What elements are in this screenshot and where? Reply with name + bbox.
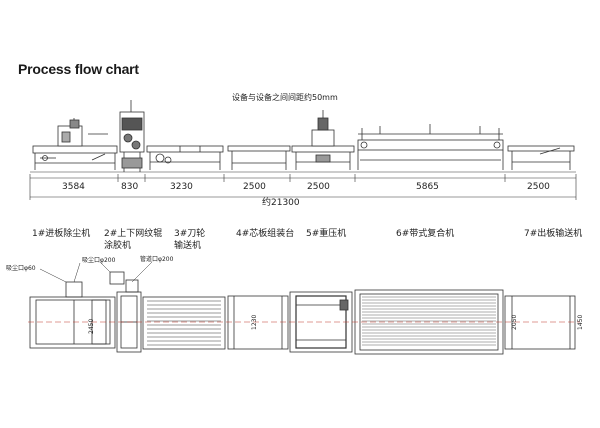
pipe-label: 管道口φ200: [140, 255, 174, 263]
machine-5-elevation: [291, 110, 355, 170]
machine-7-elevation: [507, 145, 575, 170]
machine-5-label: 5#重压机: [306, 227, 346, 239]
conveyor-rollers: [147, 300, 221, 346]
segment-length-1: 3584: [62, 182, 85, 192]
segment-dimension-line: [29, 174, 577, 200]
dust-duct-label: 吸尘口φ60: [6, 264, 36, 272]
machine-2-elevation: [119, 100, 145, 172]
machine-3-label: 3#刀轮: [174, 227, 205, 239]
width-b-label: 1230: [251, 315, 258, 330]
machine-labels: 1#进板除尘机 2#上下网纹辊 涂胶机 3#刀轮 输送机 4#芯板组装台 5#重…: [32, 227, 582, 251]
machine-2-label: 2#上下网纹辊: [104, 227, 162, 239]
page-title: Process flow chart: [18, 61, 139, 77]
segment-length-4: 2500: [243, 182, 266, 192]
machine-7-plan: [504, 295, 576, 350]
segment-labels: 3584 830 3230 2500 2500 5865 2500 约21300: [62, 182, 550, 208]
plan-labels: 吸尘口φ60 吸尘口φ200 管道口φ200 2450 1230 2050 14…: [6, 255, 584, 334]
plan-view: [28, 261, 580, 355]
machine-4-elevation: [227, 145, 291, 170]
total-length: 约21300: [262, 196, 300, 208]
width-a-label: 2450: [88, 319, 95, 334]
machine-7-label: 7#出板输送机: [524, 227, 582, 239]
segment-length-7: 2500: [527, 182, 550, 192]
segment-length-5: 2500: [307, 182, 330, 192]
segment-length-2: 830: [121, 182, 138, 192]
segment-length-6: 5865: [416, 182, 439, 192]
machine-3-elevation: [146, 145, 224, 170]
machine-6-elevation: [357, 124, 504, 170]
machine-1-elevation: [32, 118, 118, 170]
machine-4-label: 4#芯板组装台: [236, 227, 294, 239]
machine-3-label-line2: 输送机: [174, 239, 201, 251]
machine-1-label: 1#进板除尘机: [32, 227, 90, 239]
dust-duct-2-label: 吸尘口φ200: [82, 256, 116, 264]
machine-2-label-line2: 涂胶机: [104, 239, 131, 251]
elevation-view: [30, 100, 576, 173]
belt-slats: [362, 296, 496, 346]
segment-length-3: 3230: [170, 182, 193, 192]
spacing-note: 设备与设备之间间距约50mm: [232, 92, 338, 102]
machine-1-plan: [29, 281, 116, 349]
machine-3-plan: [142, 296, 226, 350]
width-c-label: 2050: [511, 315, 518, 330]
width-d-label: 1450: [577, 315, 584, 330]
machine-4-plan: [227, 295, 289, 350]
machine-6-label: 6#带式复合机: [396, 227, 454, 239]
